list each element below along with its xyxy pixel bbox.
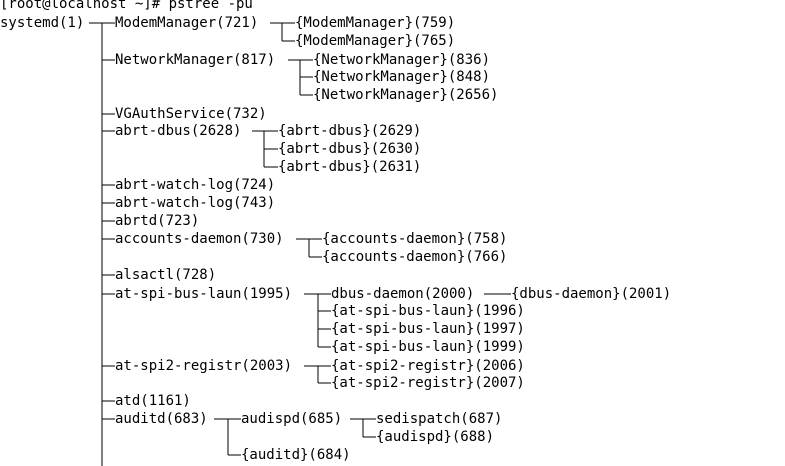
process-node: atd(1161) xyxy=(115,393,191,409)
process-node: {abrt-dbus}(2629) xyxy=(278,123,422,139)
process-node: audispd(685) xyxy=(241,411,343,427)
process-node: {audispd}(688) xyxy=(376,429,495,445)
process-node: {accounts-daemon}(766) xyxy=(322,249,508,265)
process-node: {NetworkManager}(848) xyxy=(313,69,491,85)
process-node: accounts-daemon(730) xyxy=(115,231,284,247)
process-node: abrtd(723) xyxy=(115,213,200,229)
process-node: {auditd}(684) xyxy=(241,447,351,463)
process-node: auditd(683) xyxy=(115,411,208,427)
process-node: {at-spi-bus-laun}(1996) xyxy=(331,303,525,319)
process-node: {abrt-dbus}(2631) xyxy=(278,159,422,175)
process-node: at-spi2-registr(2003) xyxy=(115,358,293,374)
process-node: abrt-dbus(2628) xyxy=(115,123,242,139)
process-node: {ModemManager}(765) xyxy=(295,33,456,49)
process-node: {dbus-daemon}(2001) xyxy=(511,286,672,302)
process-node: {at-spi2-registr}(2007) xyxy=(331,375,525,391)
process-node: abrt-watch-log(724) xyxy=(115,177,276,193)
process-node: {abrt-dbus}(2630) xyxy=(278,141,422,157)
process-node: alsactl(728) xyxy=(115,267,217,283)
process-node: systemd(1) xyxy=(0,15,85,31)
process-node: {accounts-daemon}(758) xyxy=(322,231,508,247)
process-node: at-spi-bus-laun(1995) xyxy=(115,286,293,302)
process-node: sedispatch(687) xyxy=(376,411,503,427)
process-node: {at-spi2-registr}(2006) xyxy=(331,358,525,374)
process-node: ModemManager(721) xyxy=(115,15,259,31)
process-node: {NetworkManager}(836) xyxy=(313,52,491,68)
process-node: dbus-daemon(2000) xyxy=(331,286,475,302)
process-node: {ModemManager}(759) xyxy=(295,15,456,31)
command-prompt: [root@localhost ~]# pstree -pu xyxy=(0,0,253,12)
process-node: {at-spi-bus-laun}(1997) xyxy=(331,321,525,337)
process-node: NetworkManager(817) xyxy=(115,52,276,68)
process-node: {NetworkManager}(2656) xyxy=(313,87,499,103)
process-node: VGAuthService(732) xyxy=(115,106,267,122)
process-node: {at-spi-bus-laun}(1999) xyxy=(331,339,525,355)
process-node: abrt-watch-log(743) xyxy=(115,195,276,211)
